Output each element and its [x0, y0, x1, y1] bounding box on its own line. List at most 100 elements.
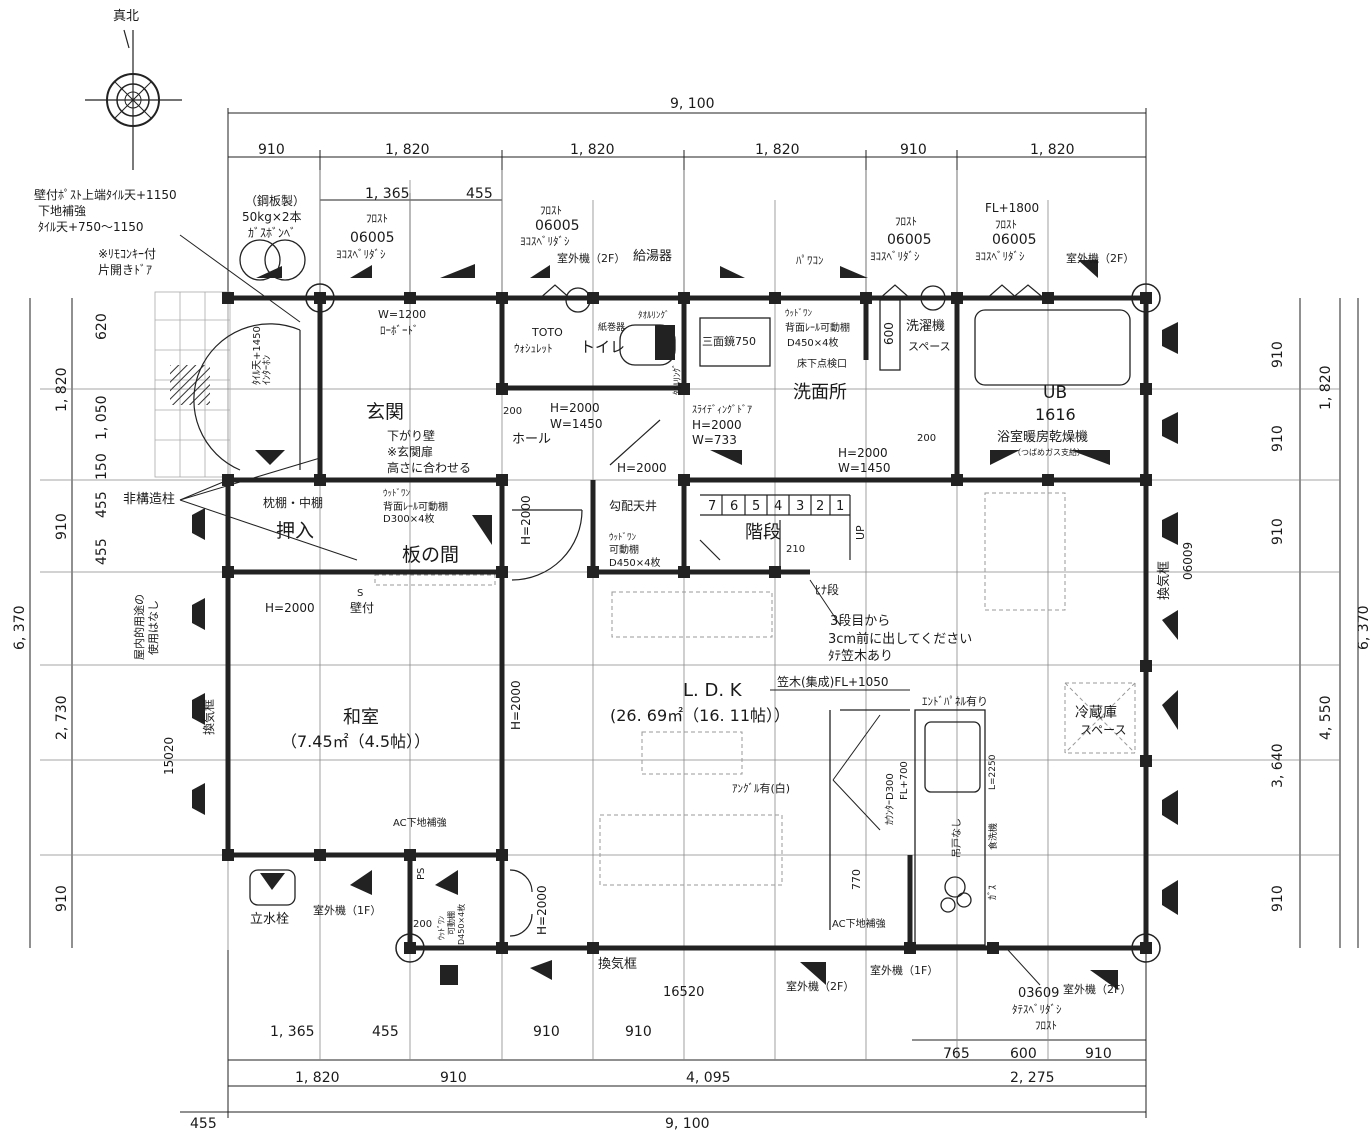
note-16520: 16520	[663, 985, 704, 1000]
dimension-texts: 9, 100 910 1, 820 1, 820 1, 820 910 1, 8…	[12, 96, 1372, 1132]
note-770: 770	[850, 869, 863, 890]
note-shelf-2: 背面ﾚｰﾙ可動棚	[785, 321, 850, 334]
note-win-d0: FL+1800	[985, 201, 1039, 215]
ldk-furniture	[374, 492, 1136, 886]
room-itanoma: 板の間	[402, 544, 459, 566]
dim-bot-10: 4, 095	[686, 1070, 731, 1086]
note-gas: ｶﾞｽ	[987, 885, 999, 900]
dim-left-total: 6, 370	[12, 605, 28, 650]
room-washitsu-area: （7.45㎡（4.5帖））	[281, 732, 430, 751]
note-w1450-b: W=1450	[838, 461, 890, 475]
leader-lines	[179, 234, 1041, 986]
room-reizouko-1: 冷蔵庫	[1075, 704, 1117, 721]
dim-bot-5: 765	[943, 1046, 970, 1062]
stair-step-3: 3	[796, 499, 804, 514]
note-okunai-2: 使用はなし	[147, 600, 160, 655]
stair-step-7: 7	[708, 499, 716, 514]
note-shelf-1: ｳｯﾄﾞﾜﾝ	[785, 308, 813, 319]
room-hall: ホール	[512, 432, 551, 447]
dim-right-a: 910	[1270, 341, 1286, 368]
dim-left-d: 455	[94, 491, 110, 518]
note-shelf4-2: 可動棚	[446, 911, 456, 935]
note-win-e2: ﾀﾃｽﾍﾞﾘﾀﾞｼ	[1012, 1003, 1062, 1016]
note-okunai-1: 屋内的用途の	[132, 594, 146, 660]
note-s-mark: S	[357, 588, 363, 599]
note-toto-2: ｳｫｼｭﾚｯﾄ	[514, 342, 553, 355]
note-shelf4-3: D450×4枚	[456, 904, 466, 945]
note-sentakuki-1: 洗濯機	[906, 319, 945, 334]
note-makura: 枕棚・中棚	[263, 495, 323, 510]
note-tatesuisen: 立水栓	[250, 912, 289, 927]
dim-right-big-1: 1, 820	[1318, 365, 1334, 410]
note-counter-2: FL+700	[899, 761, 910, 800]
room-washitsu: 和室	[343, 707, 379, 728]
dim-left-big-2: 910	[54, 513, 70, 540]
note-win-d3: ﾖｺｽﾍﾞﾘﾀﾞｼ	[975, 250, 1025, 263]
note-post-3: ﾀｲﾙ天+750～1150	[38, 220, 144, 234]
dim-right-big-2: 4, 550	[1318, 695, 1334, 740]
note-200-a: 200	[503, 406, 522, 417]
note-sagari-2: ※玄関扉	[387, 444, 433, 459]
kitchen-counter	[829, 709, 986, 946]
stair-step-1: 1	[836, 499, 844, 514]
room-labels: 玄関 ホール トイレ 洗面所 UB 1616 押入 板の間 階段 和室 （7.4…	[276, 338, 1127, 751]
note-kasagi: 笠木(集成)FL+1050	[777, 674, 889, 689]
note-pawacon: ﾊﾟﾜｺﾝ	[796, 254, 824, 267]
note-win-b3: ﾖｺｽﾍﾞﾘﾀﾞｼ	[520, 235, 570, 248]
walls	[225, 295, 1149, 951]
note-kyutouki: 給湯器	[633, 249, 672, 264]
columns	[222, 292, 1152, 954]
note-w1200: W=1200	[378, 308, 426, 321]
note-win-c2: 06005	[887, 232, 932, 248]
dim-bot-12: 455	[190, 1116, 217, 1132]
dim-top-1: 910	[258, 142, 285, 158]
note-towel-2: ﾀｵﾙﾘﾝｸﾞ	[672, 363, 683, 395]
dim-left-a: 620	[94, 313, 110, 340]
annotation-notes: 壁付ﾎﾟｽﾄ上端ﾀｲﾙ天+1150 下地補強 ﾀｲﾙ天+750～1150 （鋼板…	[34, 187, 1195, 1032]
stair-step-6: 6	[730, 499, 738, 514]
note-outdoor-2f-a: 室外機（2F）	[557, 251, 625, 265]
note-koubai: 勾配天井	[609, 499, 657, 513]
note-h2000-g: H=2000	[535, 885, 549, 935]
note-win-e1: 03609	[1018, 986, 1059, 1001]
note-win-b2: 06005	[535, 218, 580, 234]
room-genkan: 玄関	[366, 401, 404, 423]
dim-left-big-1: 1, 820	[54, 367, 70, 412]
note-tsurito: 吊戸なし	[951, 818, 963, 858]
note-shokusen: 食洗機	[987, 823, 999, 850]
note-kanki-right: 換気框	[1156, 561, 1172, 600]
note-sagari-1: 下がり壁	[387, 428, 435, 443]
note-200-c: 200	[413, 919, 432, 930]
note-win-a2: 06005	[350, 230, 395, 246]
dim-bot-1: 1, 365	[270, 1024, 315, 1040]
note-210: 210	[786, 544, 805, 555]
note-shelf2-3: D300×4枚	[383, 512, 435, 525]
stair-up: UP	[854, 525, 867, 540]
dim-left-e: 455	[94, 538, 110, 565]
dim-bot-11: 2, 275	[1010, 1070, 1055, 1086]
note-outdoor-1f-a: 室外機（1F）	[313, 903, 381, 917]
room-ldk: L. D. K	[683, 680, 743, 701]
note-shelf2-2: 背面ﾚｰﾙ可動棚	[383, 500, 448, 513]
note-kaidan-1: 3段目から	[830, 614, 890, 629]
note-ac-1: AC下地補強	[393, 816, 447, 829]
note-win-d1: ﾌﾛｽﾄ	[995, 218, 1017, 231]
note-gas-3: ｶﾞｽﾎﾞﾝﾍﾞ	[248, 226, 296, 240]
note-win-a1: ﾌﾛｽﾄ	[366, 212, 388, 225]
note-shelf3-2: 可動棚	[609, 543, 639, 556]
note-yukashita: 床下点検口	[797, 357, 847, 370]
porch-step	[170, 365, 210, 405]
dim-bot-7: 910	[1085, 1046, 1112, 1062]
note-win-a3: ﾖｺｽﾍﾞﾘﾀﾞｼ	[336, 248, 386, 261]
room-oshiire: 押入	[276, 520, 314, 542]
dim-left-f: 2, 730	[54, 695, 70, 740]
dim-bot-6: 600	[1010, 1046, 1037, 1062]
dim-right-e: 910	[1270, 885, 1286, 912]
stair-step-5: 5	[752, 499, 760, 514]
dim-right-d: 3, 640	[1270, 743, 1286, 788]
note-remocon: ※ﾘﾓｺﾝｷｰ付	[98, 247, 156, 261]
note-intercom: ｲﾝﾀｰﾎﾝ	[261, 355, 273, 385]
note-kamimaki: 紙巻器	[598, 321, 625, 333]
note-lowboard: ﾛｰﾎﾞｰﾄﾞ	[380, 324, 419, 337]
note-sentakuki-2: スペース	[908, 340, 951, 353]
